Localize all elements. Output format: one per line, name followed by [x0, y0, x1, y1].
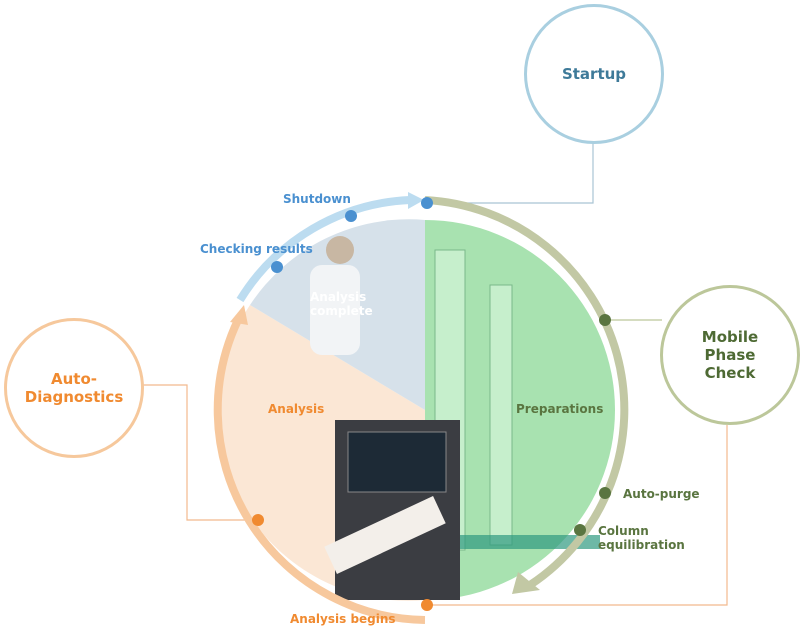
analysis-complete-label: Analysis complete: [310, 290, 373, 318]
mobile-phase-check-label: Mobile Phase Check: [701, 328, 759, 382]
startup-connector: [427, 140, 594, 204]
auto-diagnostics-bubble: Auto-Diagnostics: [4, 318, 144, 458]
analysis-label: Analysis: [268, 402, 325, 416]
startup-dot: [421, 197, 433, 209]
orange-arc: [213, 318, 426, 624]
auto-purge-label: Auto-purge: [623, 487, 700, 501]
startup-label: Startup: [561, 65, 627, 83]
analysis-begins-label: Analysis begins: [290, 612, 396, 626]
graduated-cylinder: [489, 284, 513, 546]
diagnostics-connector: [128, 384, 258, 521]
auto-diagnostics-dot: [252, 514, 264, 526]
preparations-label: Preparations: [516, 402, 604, 416]
mobile-phase-connector: [427, 425, 728, 606]
blue-arc: [236, 196, 411, 303]
checking-results-label: Checking results: [200, 242, 313, 256]
green-arc: [424, 196, 629, 589]
analysis-begins-dot: [421, 599, 433, 611]
auto-purge-dot: [599, 487, 611, 499]
instrument-screen: [347, 431, 447, 493]
column-equilibration-dot: [574, 524, 586, 536]
mobile-phase-check-bubble: Mobile Phase Check: [660, 285, 800, 425]
mobile-phase-dot: [599, 314, 611, 326]
preparations-sector: [425, 220, 615, 600]
shutdown-label: Shutdown: [283, 192, 351, 206]
checking-results-dot: [271, 261, 283, 273]
column-equilibration-label: Column equilibration: [598, 524, 685, 552]
auto-diagnostics-label: Auto-Diagnostics: [24, 370, 124, 406]
shutdown-dot: [345, 210, 357, 222]
startup-bubble: Startup: [524, 4, 664, 144]
